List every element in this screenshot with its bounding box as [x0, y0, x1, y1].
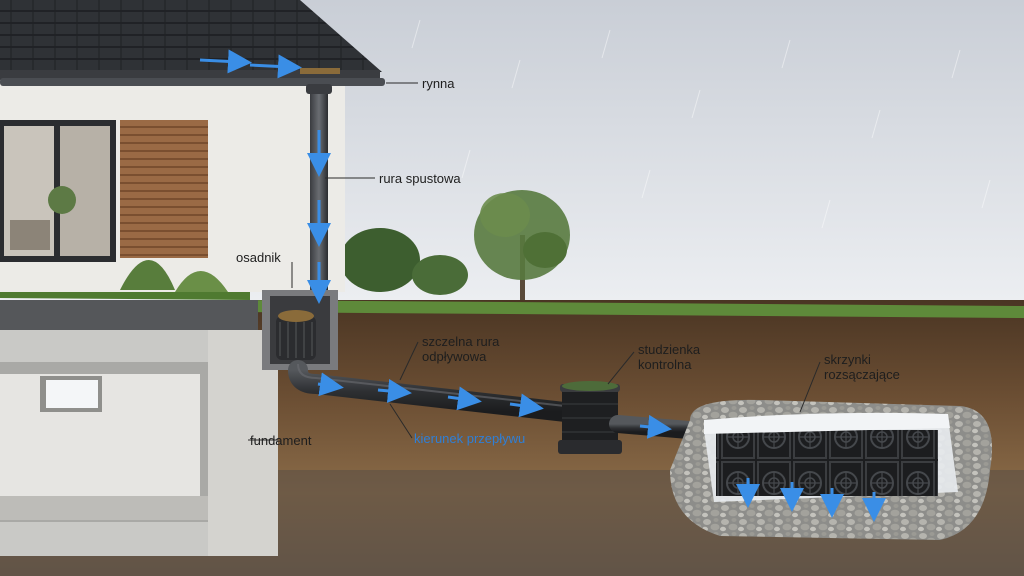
label-skrzynki-line1: skrzynki [824, 352, 871, 367]
flow-arrows [199, 49, 886, 522]
label-osadnik: osadnik [236, 250, 281, 265]
tree [474, 190, 570, 300]
label-studzienka-kontrolna: studzienka kontrolna [638, 342, 700, 372]
label-skrzynki-line2: rozsączające [824, 367, 900, 382]
label-szczelna-rura-line2: odpływowa [422, 349, 487, 364]
label-fundament: fundament [250, 433, 312, 448]
label-rynna: rynna [422, 76, 455, 91]
label-szczelna-rura: szczelna rura odpływowa [422, 334, 499, 364]
label-studzienka-line1: studzienka [638, 342, 701, 357]
label-kierunek-przeplywu: kierunek przepływu [414, 431, 526, 446]
leader-lines [248, 82, 821, 441]
label-studzienka-line2: kontrolna [638, 357, 692, 372]
label-szczelna-rura-line1: szczelna rura [422, 334, 500, 349]
label-rura-spustowa: rura spustowa [379, 171, 461, 186]
label-skrzynki-rozsaczajace: skrzynki rozsączające [824, 352, 900, 382]
